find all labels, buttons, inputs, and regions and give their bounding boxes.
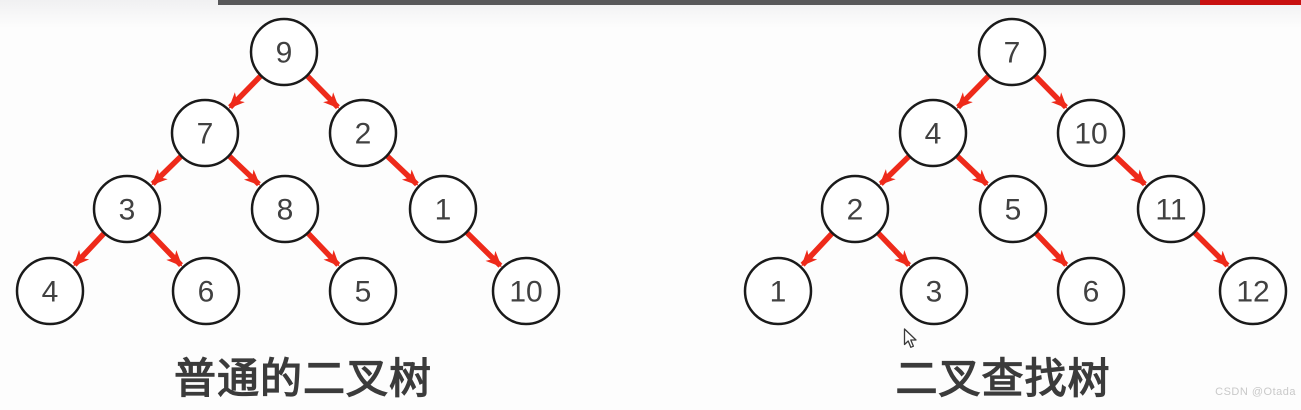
caption-ordinary-binary-tree: 普通的二叉树 (173, 355, 432, 402)
tree-edge-arrow (72, 231, 106, 267)
tree-node-circle (250, 174, 320, 244)
tree-edge-arrow (227, 154, 261, 187)
tree-node-circle (171, 256, 241, 326)
tree-node-label: 10 (509, 276, 542, 309)
tree-node-circle (491, 256, 561, 326)
tree-edge-arrow (306, 231, 341, 267)
tree-edge-arrow (385, 154, 419, 187)
tree-node-label: 10 (1074, 118, 1107, 151)
tree-edge-arrow (148, 231, 183, 268)
tree-node-circle (249, 17, 319, 87)
tree-node-circle (899, 256, 969, 326)
tree-edge-arrow (1113, 154, 1147, 187)
tree-edge-arrow (1033, 74, 1068, 110)
tree-node-label: 2 (847, 194, 864, 227)
tree-node-circle (408, 174, 478, 244)
tree-node-label: 4 (925, 118, 942, 151)
tree-edge-arrow (305, 74, 340, 110)
watermark: CSDN @Otada (1215, 386, 1296, 398)
tree-edge-arrow (876, 231, 911, 268)
tree-node-label: 9 (276, 37, 293, 70)
tree-node-circle (1056, 98, 1126, 168)
tree-node-circle (820, 174, 890, 244)
top-bar-red-segment (1200, 0, 1301, 5)
tree-edge-arrow (1193, 231, 1230, 268)
tree-node-label: 12 (1236, 276, 1269, 309)
top-bar-dark-segment (218, 0, 1200, 5)
tree-node-circle (170, 98, 240, 168)
mouse-cursor-icon (903, 328, 917, 348)
tree-node-label: 3 (119, 194, 136, 227)
tree-node-circle (1218, 256, 1288, 326)
tree-node-label: 1 (770, 276, 787, 309)
tree-node-circle (978, 174, 1048, 244)
tree-node-circle (743, 256, 813, 326)
tree-node-label: 4 (42, 276, 59, 309)
tree-edge-arrow (465, 230, 503, 268)
tree-node-circle (328, 98, 398, 168)
tree-node-label: 7 (1004, 37, 1021, 70)
tree-node-label: 2 (355, 118, 372, 151)
tree-node-circle (898, 98, 968, 168)
tree-edge-arrow (228, 74, 263, 110)
tree-node-label: 6 (198, 276, 215, 309)
caption-binary-search-tree: 二叉查找树 (895, 355, 1111, 402)
tree-ordinary-binary-tree: 9 7 2 3 8 1 4 6 5 10 (15, 17, 561, 326)
tree-node-label: 6 (1083, 276, 1100, 309)
tree-edge-arrow (1034, 231, 1069, 267)
tree-node-label: 7 (197, 118, 214, 151)
tree-node-circle (1056, 256, 1126, 326)
tree-node-circle (15, 256, 85, 326)
cursor-arrow-shape (903, 328, 917, 348)
tree-node-label: 5 (1005, 194, 1022, 227)
tree-node-label: 1 (435, 194, 452, 227)
tree-node-circle (1136, 174, 1206, 244)
tree-node-circle (92, 174, 162, 244)
tree-node-label: 3 (926, 276, 943, 309)
tree-edge-arrow (150, 154, 183, 186)
tree-edge-arrow (955, 154, 989, 187)
tree-node-label: 5 (355, 276, 372, 309)
tree-edge-arrow (800, 231, 834, 267)
tree-edge-arrow (878, 154, 911, 186)
tree-node-label: 11 (1155, 194, 1186, 227)
tree-node-label: 8 (277, 194, 294, 227)
tree-node-circle (977, 17, 1047, 87)
tree-edge-arrow (956, 74, 991, 110)
tree-node-circle (328, 256, 398, 326)
